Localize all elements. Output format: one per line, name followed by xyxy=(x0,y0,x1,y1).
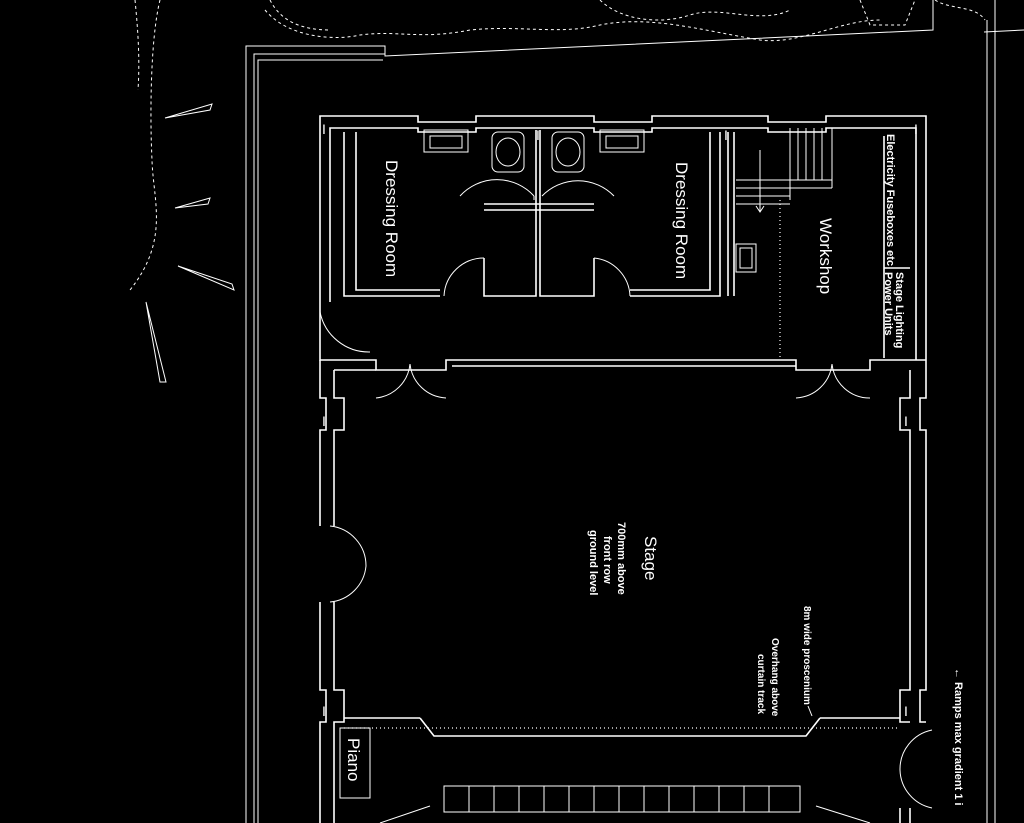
dressing-room-right-label: Dressing Room xyxy=(672,162,691,279)
dressing-room-left-label: Dressing Room xyxy=(382,160,401,277)
workshop-label: Workshop xyxy=(816,218,835,294)
overhang-label-2: curtain track xyxy=(755,654,766,714)
svg-text:I: I xyxy=(322,413,326,429)
stage-label: Stage xyxy=(641,536,660,580)
svg-text:I: I xyxy=(322,121,326,137)
svg-text:I: I xyxy=(904,703,908,719)
piano-outline xyxy=(339,727,371,799)
svg-text:I: I xyxy=(914,121,918,137)
electricity-label: Electricity Fuseboxes etc xyxy=(884,134,896,266)
svg-text:I: I xyxy=(904,413,908,429)
stage-walls: I I I I xyxy=(319,312,933,823)
overhang-label-1: Overhang above xyxy=(769,638,780,717)
svg-text:I: I xyxy=(536,127,540,143)
ramps-label: ← Ramps max gradient 1 i xyxy=(952,668,964,806)
back-of-house-walls: I I I I xyxy=(319,115,927,360)
stage-note-3: ground level xyxy=(587,530,599,595)
site-boundary xyxy=(245,0,1024,823)
power-units-label: Power Units xyxy=(882,272,894,336)
vegetation xyxy=(129,0,986,383)
stage-note-1: 700mm above xyxy=(615,522,627,595)
piano-label: Piano xyxy=(344,738,363,781)
proscenium-label: 8m wide proscenium xyxy=(801,606,812,705)
stage-lighting-label: Stage Lighting xyxy=(893,272,905,348)
seating-row xyxy=(379,785,871,823)
stage-note-2: front row xyxy=(601,536,613,584)
svg-text:I: I xyxy=(322,703,326,719)
svg-text:I: I xyxy=(724,127,728,143)
